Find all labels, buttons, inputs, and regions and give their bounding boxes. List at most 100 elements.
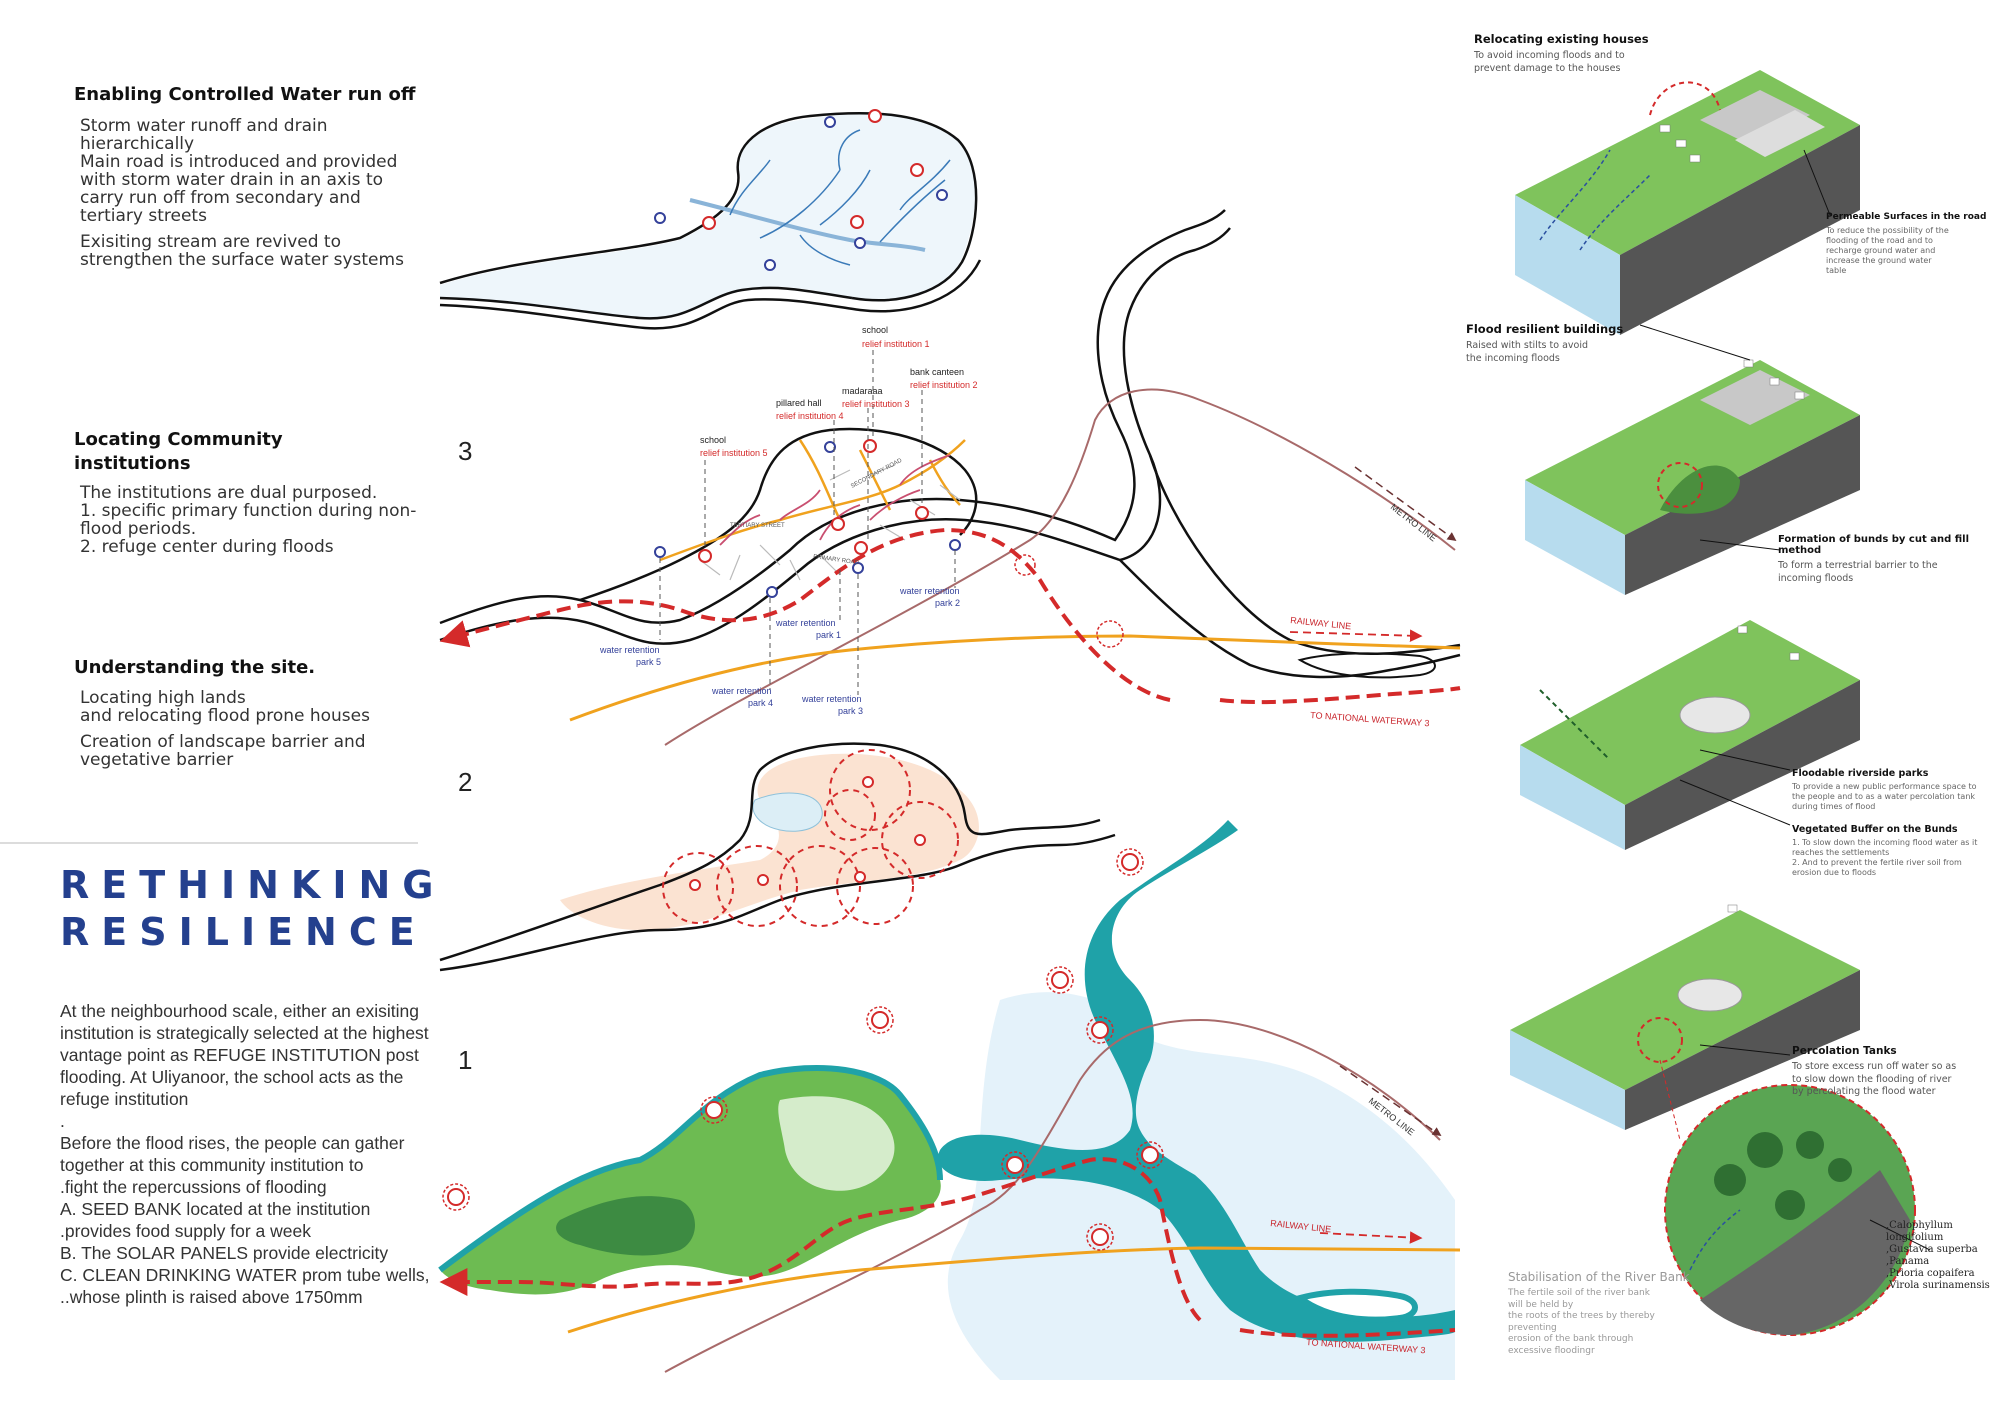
institution-relief: relief institution 4: [776, 411, 844, 421]
relocation-block: [1515, 70, 1860, 335]
park-label: park 2: [935, 598, 960, 608]
institution-relief: relief institution 2: [910, 380, 978, 390]
community-paragraph: The institutions are dual purposed. 1. s…: [80, 483, 417, 557]
institution-relief: relief institution 5: [700, 448, 768, 458]
site-paragraph: Locating high lands and relocating flood…: [80, 688, 370, 726]
park-label: water retention: [899, 586, 960, 596]
park-houses: [1737, 625, 1800, 661]
page-title: RETHINKING RESILIENCE: [60, 862, 445, 956]
refuge-marker-rings-1: [442, 848, 1164, 1251]
island-edge: [438, 1064, 943, 1273]
flood-resilient-body: Raised with stilts to avoid the incoming…: [1466, 340, 1589, 364]
highlands-boundary-lower: [439, 833, 1116, 972]
species-item: ,Virola surinamensis: [1886, 1280, 1990, 1291]
road-label: TERTIARY STREET: [730, 523, 785, 529]
stabilisation-body: The fertile soil of the river bank will …: [1508, 1288, 1655, 1356]
neighbourhood-boundary: [579, 427, 978, 602]
runoff-streams: [729, 129, 951, 266]
island-highland: [778, 1096, 895, 1191]
bunds-title: Formation of bunds by cut and fill metho…: [1778, 534, 1970, 556]
runoff-main-drain: [689, 198, 926, 252]
percolation-body: To store excess run off water so as to s…: [1792, 1061, 1957, 1097]
park-label: water retention: [711, 686, 772, 696]
species-item: ,Panama: [1886, 1256, 1930, 1267]
waterway-label: TO NATIONAL WATERWAY 3: [1310, 710, 1430, 728]
runoff-boundary-lower: [439, 286, 853, 320]
percolation-leader: [1699, 1044, 1791, 1056]
species-item: ,Gustavia superba: [1886, 1244, 1978, 1255]
flood-flow-waterway-1: [1239, 1328, 1456, 1338]
runoff-arrows: [1539, 149, 1651, 251]
bund-forest: [1660, 465, 1740, 514]
bunds-leader: [1699, 539, 1781, 551]
runoff-road-outer: [439, 259, 982, 330]
label-leaders: [659, 350, 956, 695]
amphitheatre: [1679, 696, 1751, 734]
percolation-title: Percolation Tanks: [1792, 1045, 1897, 1057]
highlands-map: [439, 742, 1116, 972]
vegetated-leader: [1679, 779, 1791, 826]
stage-number-3: 3: [458, 436, 473, 466]
floodable-title: Floodable riverside parks: [1792, 768, 1929, 779]
runoff-boundary-upper: [439, 112, 978, 302]
park-label: water retention: [599, 645, 660, 655]
intro-body-text: At the neighbourhood scale, either an ex…: [60, 1001, 430, 1307]
institution-name: bank canteen: [910, 367, 964, 377]
metro-direction-arrow-1: [1339, 1065, 1442, 1137]
water-section-title: Enabling Controlled Water run off: [74, 84, 416, 105]
park-label: park 1: [816, 630, 841, 640]
page-title-line: RETHINKING: [60, 863, 446, 907]
riverbank-detail: [1664, 1084, 1931, 1336]
refuge-radius-circles: [662, 749, 959, 927]
river-bank-upper: [439, 209, 1226, 625]
park-label: water retention: [801, 694, 862, 704]
site-paragraph: Creation of landscape barrier and vegeta…: [80, 732, 366, 770]
river-bank-lower: [439, 227, 1231, 645]
bank-soil: [1700, 1170, 1910, 1335]
water-flow: [1689, 1209, 1741, 1271]
vegetated-title: Vegetated Buffer on the Bunds: [1792, 824, 1958, 835]
buffer-arrow: [1539, 689, 1611, 761]
community-section-title: Locating Community institutions: [74, 429, 283, 474]
species-leader: [1869, 1219, 1931, 1251]
institution-markers: [698, 439, 929, 563]
permeable-title: Permeable Surfaces in the road: [1826, 212, 1987, 222]
island-forest: [556, 1196, 695, 1256]
water-section-body: Storm water runoff and drain hierarchica…: [80, 117, 410, 277]
runoff-park-markers: [654, 116, 948, 271]
road-label: PRIMARY ROAD: [813, 554, 860, 566]
page-title-line: RESILIENCE: [60, 910, 427, 954]
railway-line: [569, 634, 1461, 722]
runoff-land: [440, 113, 976, 319]
river-island: [1297, 652, 1436, 679]
relocation-arrow: [1649, 81, 1721, 116]
flood-resilient-block: [1525, 324, 1860, 595]
highlands-land: [560, 753, 979, 930]
low-land: [752, 792, 823, 832]
park-label: park 5: [636, 657, 661, 667]
institution-relief: relief institution 3: [842, 399, 910, 409]
river-island-1: [1293, 1288, 1418, 1323]
percolation-tank: [1677, 978, 1743, 1012]
permeable-leader: [1803, 149, 1831, 216]
floodable-leader: [1699, 749, 1791, 771]
floodable-body: To provide a new public performance spac…: [1792, 782, 1977, 811]
stabilisation-title: Stabilisation of the River Bank: [1508, 1270, 1690, 1284]
detail-trees: [1714, 1131, 1852, 1220]
metro-line-1: [664, 1018, 1441, 1373]
relocating-title: Relocating existing houses: [1474, 32, 1649, 46]
site-maps-svg: school relief institution 1 bank canteen…: [438, 109, 1461, 1380]
institution-name: school: [862, 325, 888, 335]
species-list: ,Calophyllum longifolium ,Gustavia super…: [1886, 1220, 2000, 1292]
park-label: park 3: [838, 706, 863, 716]
permeable-body: To reduce the possibility of the floodin…: [1826, 226, 1949, 275]
flood-flow-arrow: [439, 527, 1171, 702]
stage-number-1: 1: [458, 1045, 473, 1075]
runoff-institution-markers: [702, 109, 924, 230]
site-section-body: Locating high lands and relocating flood…: [80, 689, 410, 777]
flood-resilient-title: Flood resilient buildings: [1466, 322, 1624, 336]
relocating-body: To avoid incoming floods and to prevent …: [1474, 50, 1625, 74]
railway-direction-arrow-1: [1319, 1231, 1423, 1244]
vegetated-body: 1. To slow down the incoming flood water…: [1792, 838, 1978, 877]
species-item: ,Calophyllum longifolium: [1886, 1220, 1953, 1243]
